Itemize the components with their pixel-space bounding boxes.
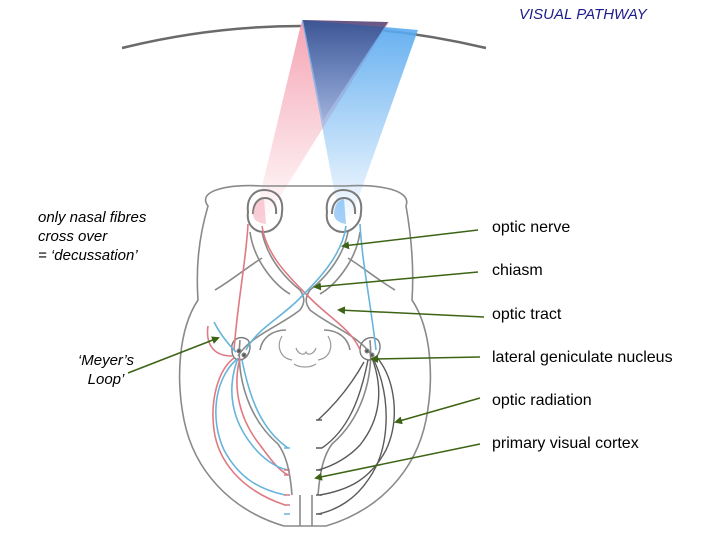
label-chiasm: chiasm bbox=[492, 262, 543, 279]
right-retina-fill bbox=[334, 199, 346, 224]
note-line: only nasal fibres bbox=[38, 209, 147, 226]
right-eye bbox=[325, 188, 363, 234]
arrow-optic-tract bbox=[337, 306, 485, 318]
gray-radiation-right bbox=[317, 355, 395, 515]
cortex-endings bbox=[284, 419, 322, 515]
note-line: cross over bbox=[38, 228, 108, 245]
optic-tract-sheath bbox=[237, 231, 373, 357]
label-optic-tract: optic tract bbox=[492, 306, 562, 323]
arrow-lgn bbox=[370, 354, 481, 363]
note-line: Loop’ bbox=[87, 371, 125, 388]
binocular-overlap-beam bbox=[303, 20, 388, 120]
note-line: = ‘decussation’ bbox=[38, 247, 138, 264]
midbrain bbox=[278, 335, 332, 368]
label-optic-radiation: optic radiation bbox=[492, 392, 592, 409]
label-arrows bbox=[127, 229, 485, 481]
brain-outline bbox=[178, 184, 432, 527]
meyers-loop-note: ‘Meyer’s Loop’ bbox=[66, 351, 146, 389]
left-eye bbox=[246, 188, 284, 234]
arrow-meyers-loop bbox=[127, 336, 220, 374]
left-retina-fill bbox=[253, 199, 266, 224]
red-pathway bbox=[206, 223, 361, 506]
arrow-optic-nerve bbox=[341, 229, 479, 250]
note-line: ‘Meyer’s bbox=[77, 352, 135, 369]
arrow-primary-visual-cortex bbox=[314, 443, 481, 481]
arrow-chiasm bbox=[313, 271, 479, 291]
arrow-optic-radiation bbox=[394, 397, 481, 425]
nasal-fibres-note: only nasal fibres cross over = ‘decussat… bbox=[38, 208, 188, 265]
label-lateral-geniculate-nucleus: lateral geniculate nucleus bbox=[492, 349, 673, 366]
label-optic-nerve: optic nerve bbox=[492, 219, 571, 236]
diagram-title: VISUAL PATHWAY bbox=[519, 6, 647, 23]
label-primary-visual-cortex: primary visual cortex bbox=[492, 435, 639, 452]
